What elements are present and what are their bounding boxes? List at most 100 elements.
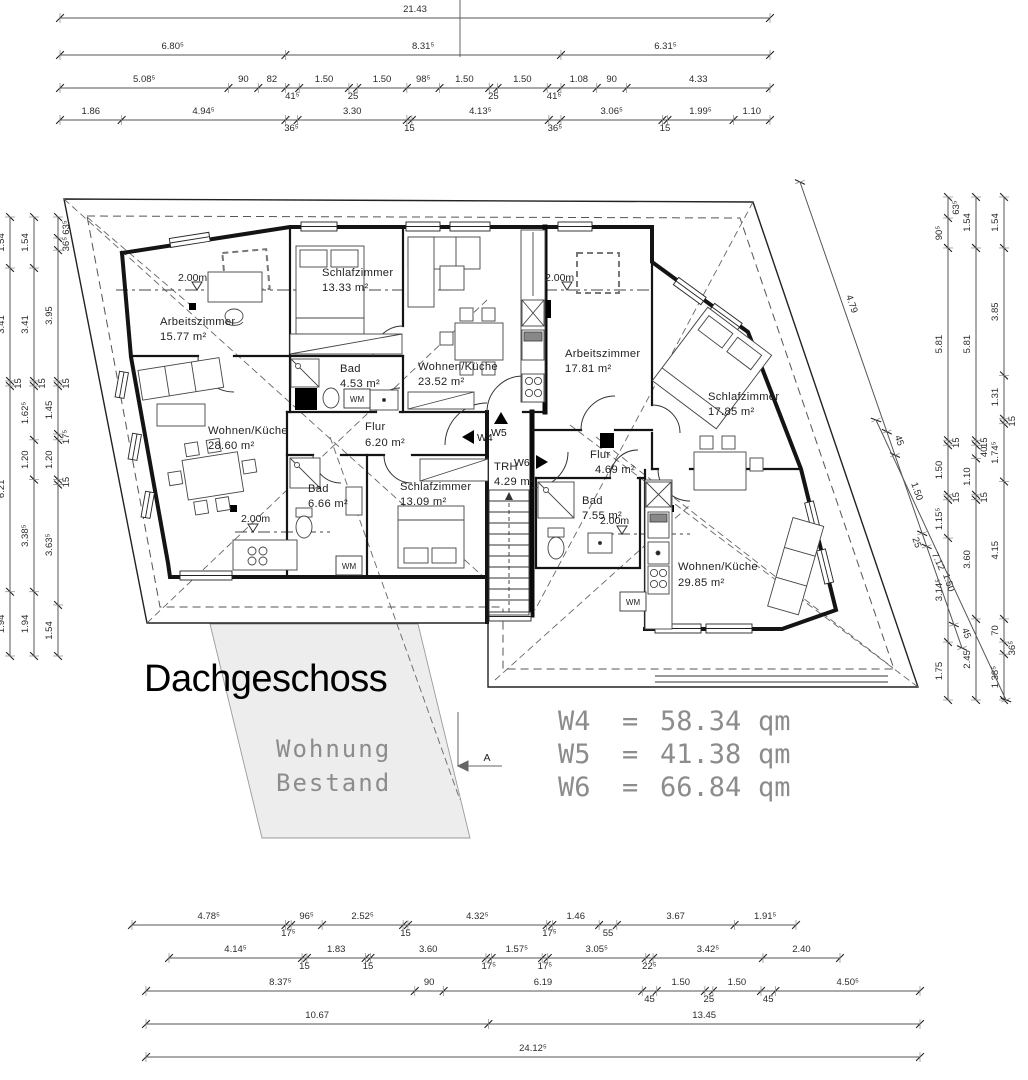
area-row-w6: W6 = 66.84 qm bbox=[558, 772, 791, 803]
dimension-value: 3.05⁵ bbox=[586, 944, 608, 955]
dimension-value: 63⁵ bbox=[951, 200, 962, 215]
room-labels: Arbeitszimmer 15.77 m² Schlafzimmer 13.3… bbox=[160, 267, 779, 589]
dimension-value: 17⁵ bbox=[482, 961, 497, 972]
dimension-value: 15 bbox=[299, 961, 310, 972]
dimension-value: 1.94 bbox=[20, 615, 31, 634]
washing-machine-label: WM bbox=[342, 562, 357, 571]
svg-text:15.77 m²: 15.77 m² bbox=[160, 331, 207, 343]
dimension-value: 4.13⁵ bbox=[469, 106, 491, 117]
dimension-value: 5.81 bbox=[962, 335, 973, 354]
dimension-value: 4.94⁵ bbox=[192, 106, 214, 117]
dimension-value: 15 bbox=[979, 492, 990, 503]
svg-text:Wohnen/Küche: Wohnen/Küche bbox=[418, 361, 498, 373]
dimension-value: 3.42⁵ bbox=[697, 944, 719, 955]
dimension-value: 1.50 bbox=[672, 977, 691, 988]
dimension-value: 25 bbox=[488, 91, 499, 102]
dimension-value: 45 bbox=[959, 627, 973, 641]
sofa-symbol bbox=[137, 357, 225, 401]
dimension-value: 90⁵ bbox=[934, 226, 945, 241]
dimension-value: 1.57⁵ bbox=[506, 944, 528, 955]
svg-text:Wohnung: Wohnung bbox=[276, 735, 391, 763]
dimension-value: 21.43 bbox=[403, 4, 427, 15]
window-symbols bbox=[114, 221, 835, 634]
dimension-value: 10.67 bbox=[305, 1010, 329, 1021]
dimension-value: 3.41 bbox=[20, 315, 31, 334]
dimension-value: 4.33 bbox=[689, 74, 708, 85]
room-label-bad-w4: Bad 6.66 m² bbox=[308, 483, 348, 510]
svg-text:Bad: Bad bbox=[340, 363, 361, 375]
svg-text:2.00m: 2.00m bbox=[178, 272, 207, 284]
dimension-value: 15 bbox=[363, 961, 374, 972]
svg-text:2.00m: 2.00m bbox=[600, 515, 629, 527]
dimension-value: 55 bbox=[603, 928, 614, 939]
dimension-value: 15 bbox=[61, 477, 72, 488]
dimension-value: 3.06⁵ bbox=[600, 106, 622, 117]
svg-text:17.85 m²: 17.85 m² bbox=[708, 406, 755, 418]
dimension-value: 1.46 bbox=[566, 911, 585, 922]
svg-text:17.81 m²: 17.81 m² bbox=[565, 363, 612, 375]
svg-text:23.52 m²: 23.52 m² bbox=[418, 376, 465, 388]
svg-text:Arbeitszimmer: Arbeitszimmer bbox=[160, 316, 235, 328]
section-cut-line bbox=[456, 0, 502, 772]
dimension-value: 25 bbox=[704, 994, 715, 1005]
dimension-value: 1.54 bbox=[990, 213, 1001, 232]
dimension-value: 1.10 bbox=[743, 106, 762, 117]
room-label-flur-w4: Flur 6.20 m² bbox=[365, 421, 405, 449]
dimension-value: 36⁵ bbox=[284, 123, 299, 134]
dimension-value: 3.60 bbox=[962, 550, 973, 569]
kitchen-symbols bbox=[232, 539, 298, 571]
room-label-treppenhaus: TRH 4.29 m² bbox=[494, 461, 534, 488]
entrance-label-w5: W5 bbox=[491, 427, 507, 439]
bed-symbol bbox=[397, 505, 465, 569]
dimension-value: 70 bbox=[990, 625, 1001, 636]
dimension-value: 90 bbox=[606, 74, 617, 85]
svg-text:6.66 m²: 6.66 m² bbox=[308, 498, 348, 510]
svg-text:Arbeitszimmer: Arbeitszimmer bbox=[565, 348, 640, 360]
svg-text:13.33 m²: 13.33 m² bbox=[322, 282, 369, 294]
room-label-bad-w6: Bad 7.55 m² bbox=[582, 495, 622, 522]
dimension-value: 15 bbox=[400, 928, 411, 939]
dimension-chain-bottom-4: 24.12⁵ bbox=[141, 1043, 925, 1062]
svg-text:2.00m: 2.00m bbox=[545, 272, 574, 284]
dimension-value: 3.60 bbox=[419, 944, 438, 955]
dimension-value: 6.21 bbox=[0, 480, 7, 499]
dimension-value: 15 bbox=[660, 123, 671, 134]
entrance-arrow-w6 bbox=[536, 455, 548, 469]
svg-text:4.29 m²: 4.29 m² bbox=[494, 476, 534, 488]
dimension-value: 98⁵ bbox=[416, 74, 431, 85]
dimension-value: 2.52⁵ bbox=[351, 911, 373, 922]
dimension-value: 1.99⁵ bbox=[689, 106, 711, 117]
desk-symbol bbox=[207, 271, 263, 326]
svg-text:Wohnen/Küche: Wohnen/Küche bbox=[678, 561, 758, 573]
room-label-wohnen-kueche-w5: Wohnen/Küche 23.52 m² bbox=[418, 361, 498, 388]
coffee-table-symbol bbox=[156, 403, 206, 427]
dimension-value: 1.91⁵ bbox=[754, 911, 776, 922]
dimension-value: 17⁵ bbox=[61, 430, 72, 445]
dimension-value: 15 bbox=[37, 378, 48, 389]
height-marker-labels: 2.00m 2.00m 2.00m 2.00m bbox=[178, 272, 629, 527]
dimension-value: 24.12⁵ bbox=[519, 1043, 547, 1054]
entrance-arrow-w4 bbox=[462, 430, 474, 444]
room-label-flur-w6: Flur 4.69 m² bbox=[590, 449, 635, 476]
svg-text:7.55 m²: 7.55 m² bbox=[582, 510, 622, 522]
dimension-value: 63⁵ bbox=[61, 220, 72, 235]
dimension-value: 1.50 bbox=[728, 977, 747, 988]
bed-symbol bbox=[651, 306, 773, 430]
dimension-value: 41⁵ bbox=[285, 91, 300, 102]
dining-table-symbol bbox=[439, 307, 504, 376]
wardrobe-symbol bbox=[289, 333, 403, 355]
svg-text:6.20 m²: 6.20 m² bbox=[365, 437, 405, 449]
svg-text:4.69 m²: 4.69 m² bbox=[595, 464, 635, 476]
svg-text:Schlafzimmer: Schlafzimmer bbox=[708, 391, 779, 403]
dimension-value: 90 bbox=[424, 977, 435, 988]
dimension-value: 15 bbox=[61, 378, 72, 389]
svg-text:Wohnen/Küche: Wohnen/Küche bbox=[208, 425, 288, 437]
entrance-markers: W4 W5 W6 bbox=[462, 412, 548, 469]
